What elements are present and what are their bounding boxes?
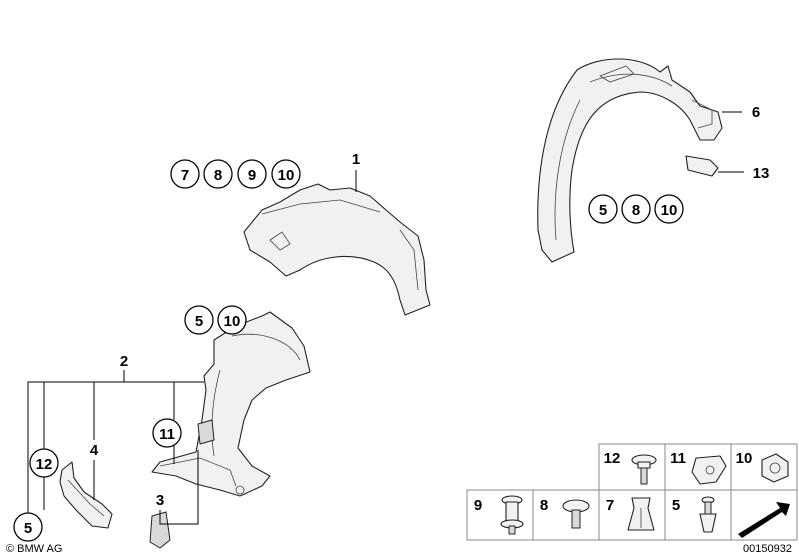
rear-liner-fastener-refs: 7 8 9 10 — [170, 159, 301, 189]
ref-9: 9 — [248, 167, 256, 184]
ref-7: 7 — [181, 167, 189, 184]
ref-8: 8 — [214, 167, 222, 184]
callout-1: 1 — [352, 151, 360, 168]
spreading-clip-icon — [627, 497, 655, 531]
table-label-9: 9 — [474, 497, 482, 514]
clip-nut-icon — [691, 455, 727, 485]
table-label-8: 8 — [540, 497, 548, 514]
ref-5: 5 — [599, 202, 607, 219]
wheel-arch-liner-front[interactable] — [151, 311, 311, 497]
ref-10: 10 — [661, 202, 678, 219]
table-label-7: 7 — [606, 497, 614, 514]
ref-11-circle: 11 — [152, 418, 182, 448]
table-label-5: 5 — [672, 497, 680, 514]
expansion-rivet-icon — [500, 495, 524, 535]
hex-nut-icon — [761, 453, 789, 483]
leader-lines — [27, 111, 744, 525]
cell-9 — [466, 489, 534, 541]
ref-5: 5 — [195, 313, 203, 330]
arrow-icon — [738, 502, 790, 538]
button-screw-icon — [562, 499, 590, 529]
fastener-table: 12 11 10 9 8 7 5 — [466, 443, 798, 541]
front-liner-fastener-refs: 5 10 — [184, 305, 247, 335]
ref-5: 5 — [24, 520, 32, 537]
screw-icon — [631, 454, 657, 485]
diagram-number: 00150932 — [743, 543, 792, 555]
ref-8: 8 — [632, 202, 640, 219]
right-liner-fastener-refs: 5 8 10 — [588, 194, 684, 224]
ref-10: 10 — [278, 167, 295, 184]
callout-13: 13 — [753, 165, 770, 182]
cell-12 — [598, 443, 666, 491]
wheel-arch-liner-rear[interactable] — [243, 183, 431, 316]
cell-8 — [532, 489, 600, 541]
ref-10: 10 — [224, 313, 241, 330]
ref-11: 11 — [159, 426, 175, 443]
trim-piece-13[interactable] — [685, 155, 719, 177]
ref-12-circle: 12 — [29, 448, 59, 478]
callout-2: 2 — [120, 353, 128, 370]
table-label-12: 12 — [604, 450, 621, 467]
callout-4: 4 — [90, 442, 99, 459]
table-label-11: 11 — [670, 450, 686, 467]
wheel-arch-liner-right[interactable] — [537, 58, 723, 263]
copyright-text: © BMW AG — [6, 543, 62, 555]
callout-3: 3 — [156, 492, 164, 509]
plastic-rivet-icon — [699, 496, 717, 533]
ref-5-circle: 5 — [13, 512, 43, 542]
table-label-10: 10 — [736, 450, 753, 467]
trim-piece-4[interactable] — [59, 461, 113, 529]
ref-12: 12 — [36, 456, 53, 473]
callout-6: 6 — [752, 104, 760, 121]
cell-5 — [664, 489, 732, 541]
bracket-3[interactable] — [149, 511, 171, 549]
